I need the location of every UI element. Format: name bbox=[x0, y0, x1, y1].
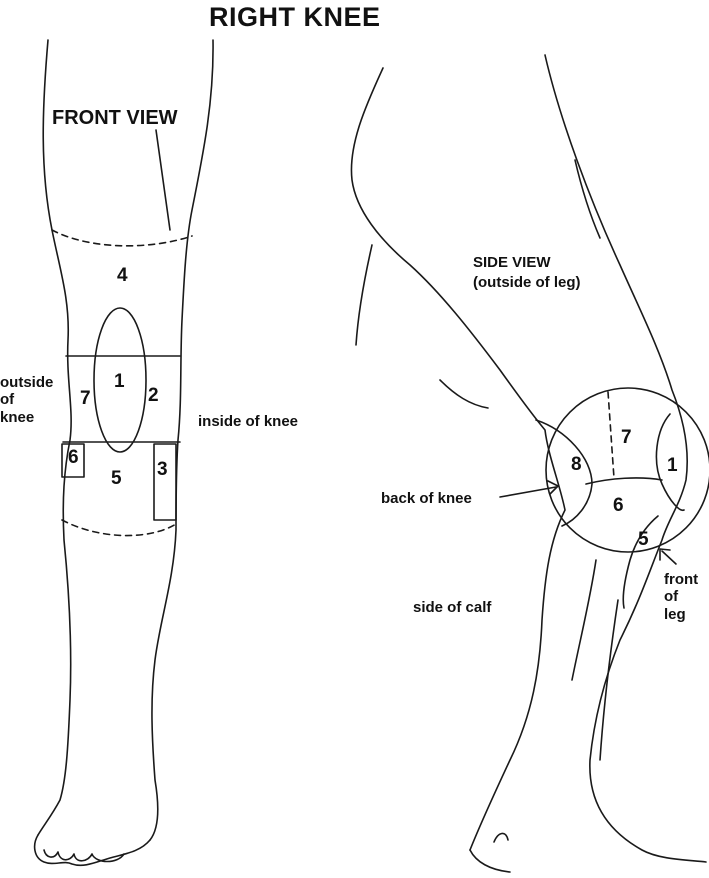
back-of-knee-arrow-line bbox=[499, 486, 557, 498]
front-zone-7-number: 7 bbox=[80, 388, 91, 409]
front-view-leg bbox=[33, 39, 214, 867]
side-leg-front-outline bbox=[544, 54, 707, 863]
front-view-label: FRONT VIEW bbox=[52, 107, 178, 129]
back-of-knee-label: back of knee bbox=[381, 490, 472, 507]
front-zone-5-number: 5 bbox=[111, 468, 122, 489]
inside-of-knee-label: inside of knee bbox=[198, 413, 299, 430]
front-zone-1-patella bbox=[93, 307, 147, 453]
side-of-calf-label: side of calf bbox=[413, 599, 492, 616]
front-zone-2-number: 2 bbox=[148, 385, 159, 406]
side-dashed-line bbox=[607, 391, 615, 479]
side-ankle-detail bbox=[493, 832, 509, 843]
outside-of-knee-label: outside of knee bbox=[0, 374, 54, 426]
front-zone-3-box bbox=[153, 443, 177, 521]
upper-dashed-band bbox=[51, 229, 193, 247]
side-zone-8-number: 8 bbox=[571, 454, 582, 475]
side-zone-5-number: 5 bbox=[638, 529, 649, 550]
front-zone-1-number: 1 bbox=[114, 371, 125, 392]
side-zone-1-number: 1 bbox=[667, 455, 678, 476]
side-thigh-crease bbox=[355, 244, 373, 346]
side-foot bbox=[469, 849, 511, 873]
thigh-crease-line bbox=[155, 129, 171, 231]
side-view-label: SIDE VIEW bbox=[473, 254, 551, 271]
front-zone-3-number: 3 bbox=[157, 459, 168, 480]
side-view-sublabel: (outside of leg) bbox=[473, 274, 581, 291]
side-leg-back-outline bbox=[350, 67, 566, 851]
side-knee-circle bbox=[545, 387, 709, 553]
front-of-leg-arrow-line bbox=[661, 550, 677, 565]
front-zone-6-box bbox=[61, 443, 85, 478]
diagram-title: RIGHT KNEE bbox=[209, 2, 381, 32]
front-zone-4-number: 4 bbox=[117, 265, 128, 286]
front-leg-inner-outline bbox=[149, 39, 214, 841]
lower-dashed-band bbox=[61, 519, 177, 537]
side-calf-line bbox=[571, 559, 597, 681]
side-zone-8-crescent bbox=[535, 419, 593, 527]
front-foot bbox=[33, 834, 151, 867]
front-of-leg-label: front of leg bbox=[664, 571, 699, 623]
side-front-crease bbox=[574, 159, 601, 239]
side-zone-6-number: 6 bbox=[613, 495, 624, 516]
side-thigh-crease-2 bbox=[439, 379, 489, 409]
side-zone-1-crescent bbox=[655, 413, 685, 511]
side-zone-5-shape bbox=[622, 515, 659, 609]
back-of-knee-arrowhead bbox=[547, 480, 559, 495]
front-toes bbox=[43, 849, 125, 863]
front-zone-6-number: 6 bbox=[68, 447, 79, 468]
front-leg-outer-outline bbox=[37, 39, 72, 836]
side-shin-line bbox=[599, 599, 619, 761]
side-zone-7-6-divider bbox=[585, 477, 663, 485]
front-of-leg-arrowhead bbox=[659, 548, 671, 561]
side-view-leg bbox=[350, 54, 709, 873]
side-zone-7-number: 7 bbox=[621, 427, 632, 448]
